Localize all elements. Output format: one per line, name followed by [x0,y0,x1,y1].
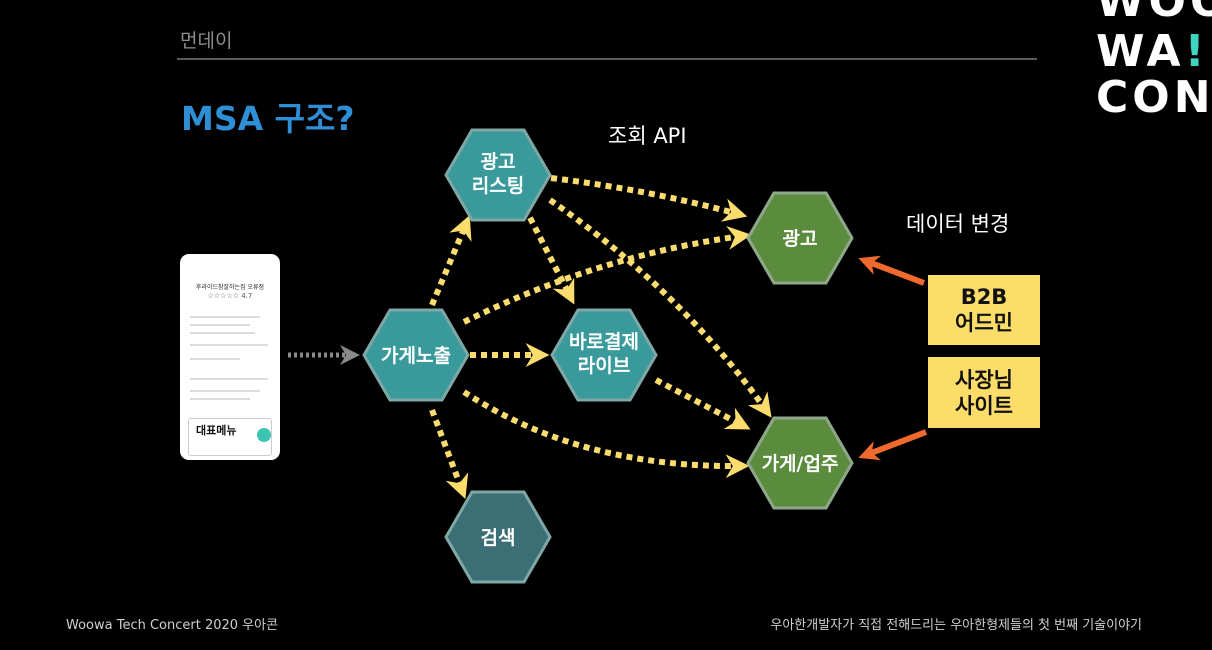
section-title: 먼데이 [180,30,233,52]
phone-rating: ☆☆☆☆☆ 4.7 [207,292,253,300]
logo-line-2: WA! [1096,26,1209,77]
node-shop-business-label: 가게/업주 [762,453,839,475]
slide-heading: MSA 구조? [181,99,355,138]
arrow-exposure-to-ad [462,226,752,325]
phone-text-line [190,398,250,400]
logo-line-1: WOO [1096,0,1212,27]
node-ad-label: 광고 [783,228,818,250]
node-direct-pay-live-label-1: 바로결제 [569,331,639,353]
arrow-exposure-to-listing [429,215,472,307]
node-search-label: 검색 [481,527,516,549]
query-api-label: 조회 API [608,124,687,148]
phone-text-line [190,324,250,326]
phone-menu-title: 대표메뉴 [196,424,237,437]
woowacon-logo: WOO WA! CON [1092,0,1212,125]
header-divider [177,58,1037,60]
phone-text-line [190,332,255,334]
node-ad-listing-label-2: 리스팅 [472,175,524,197]
data-change-label: 데이터 변경 [906,212,1010,236]
phone-cart-icon [257,428,271,442]
arrow-listing-to-live [522,206,575,305]
node-ad-listing-label-1: 광고 [481,151,516,173]
phone-text-line [190,316,260,318]
phone-text-line [190,390,260,392]
b2b-admin-line-1: B2B [960,285,1008,309]
phone-shop-name: 후라이드참잘하는집 오류점 [195,284,265,291]
owner-site-line-2: 사이트 [955,393,1013,418]
logo-line-3: CON [1096,72,1212,123]
node-shop-business: 가게/업주 [746,416,854,510]
logo-line-2-text: WA [1096,26,1185,77]
phone-menu-card [188,418,272,456]
node-ad: 광고 [746,191,854,285]
owner-site-box: 사장님 사이트 [928,357,1040,428]
phone-text-line [190,358,240,360]
arrow-listing-to-shop-business [548,197,772,418]
logo-exclamation: ! [1184,26,1209,77]
arrow-exposure-to-shop-business [462,389,750,479]
query-api-arrows [429,175,772,499]
b2b-admin-box: B2B 어드민 [928,275,1040,345]
phone-text-line [190,378,268,380]
footer-event-name: Woowa Tech Concert 2020 우아콘 [66,618,279,633]
data-change-arrows [858,255,928,461]
node-shop-exposure: 가게노출 [362,308,470,402]
phone-mockup: 후라이드참잘하는집 오류점 ☆☆☆☆☆ 4.7 대표메뉴 [180,254,280,460]
owner-site-line-1: 사장님 [955,367,1013,392]
node-direct-pay-live: 바로결제 라이브 [550,308,658,402]
phone-text-line [190,344,268,346]
node-shop-exposure-label: 가게노출 [381,345,451,367]
arrow-listing-to-ad [550,175,748,222]
arrow-live-to-shop-business [654,377,751,430]
node-search: 검색 [444,490,552,584]
b2b-admin-line-2: 어드민 [955,311,1013,335]
arrow-b2b-to-ad [858,255,926,286]
node-ad-listing: 광고 리스팅 [444,128,552,222]
arrow-exposure-to-search [429,408,469,499]
footer-tagline: 우아한개발자가 직접 전해드리는 우아한형제들의 첫 번째 기술이야기 [770,618,1142,633]
arrow-owner-to-shop-business [858,429,928,461]
node-direct-pay-live-label-2: 라이브 [578,355,630,377]
